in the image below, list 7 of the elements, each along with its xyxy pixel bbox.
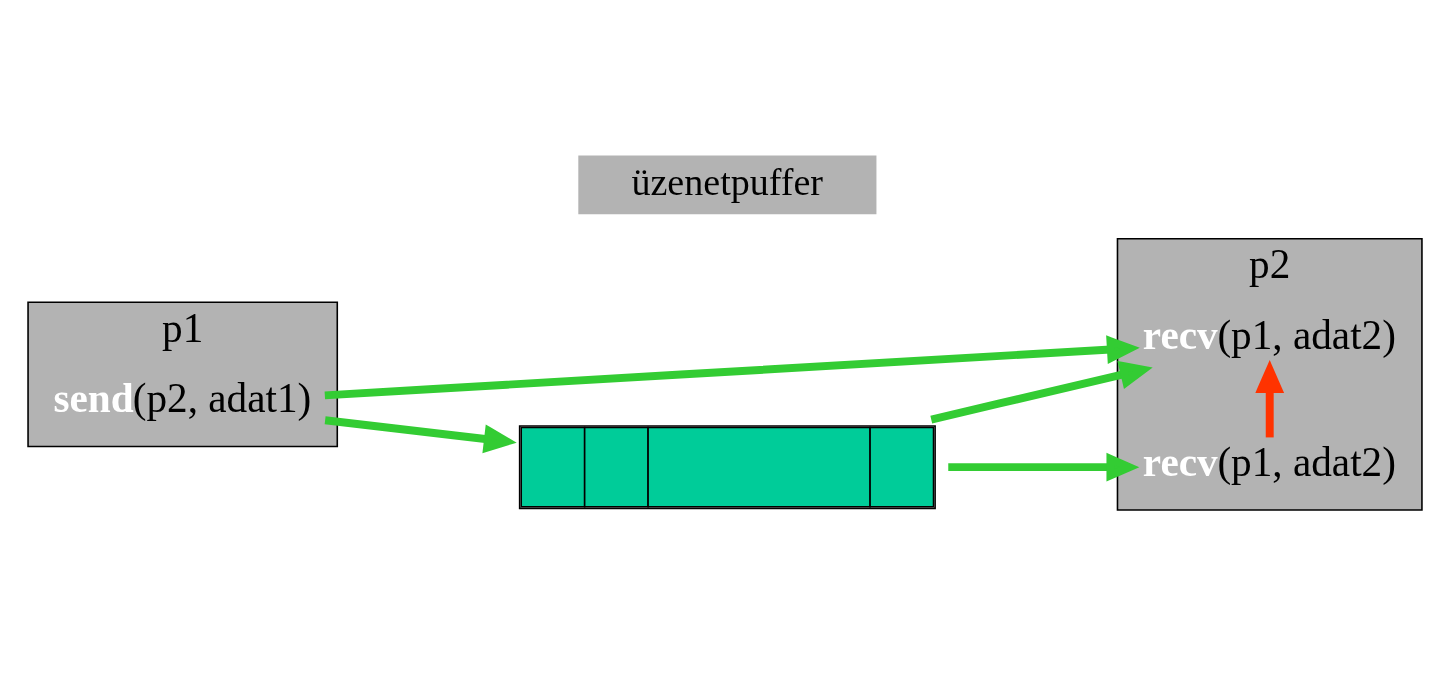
arrow [324,416,517,454]
node-text: send(p2, adat1) [53,375,312,422]
node-box: üzenetpuffer [578,155,877,215]
node-text: recv(p1, adat2) [1142,438,1396,485]
arrow [930,361,1153,424]
arrow [324,335,1140,400]
node-text: recv(p1, adat2) [1142,311,1396,358]
